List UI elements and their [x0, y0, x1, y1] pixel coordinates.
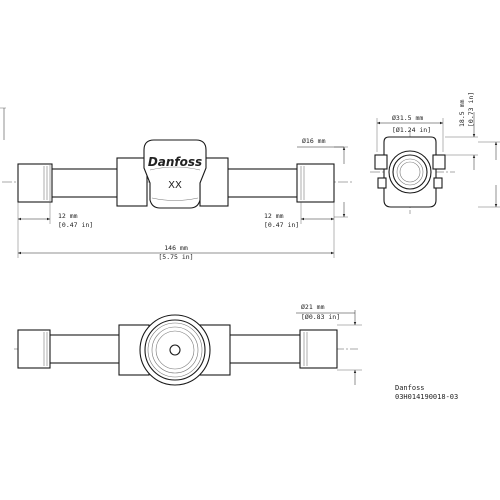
overall-length-dimension: 146 mm [5.75 in]: [18, 244, 334, 261]
right-insertion-label: 12 mm: [264, 212, 284, 220]
overall-length-label-in: [5.75 in]: [158, 253, 193, 261]
sight-glass-body: Danfoss XX: [116, 139, 229, 209]
cropped-left-dimension: [0, 107, 6, 140]
front-view: Danfoss XX Ø16 mm 12 mm [0.47 in] 12 mm: [0, 107, 352, 261]
right-insertion-dimension: 12 mm [0.47 in]: [264, 202, 335, 258]
end-view: Ø31.5 mm [Ø1.24 in] 18.5 mm [0.73 in]: [370, 92, 500, 214]
overall-length-label: 146 mm: [164, 244, 188, 252]
drawing-footer: Danfoss 03H014190018-03: [395, 384, 458, 401]
end-width-label-in: [Ø1.24 in]: [392, 126, 431, 134]
right-insertion-label-in: [0.47 in]: [264, 221, 299, 229]
left-insertion-label: 12 mm: [58, 212, 78, 220]
sight-glass-diameter-label: Ø21 mm: [301, 303, 325, 311]
cropped-right-dimension: [478, 141, 500, 208]
left-insertion-dimension: 12 mm [0.47 in]: [17, 202, 93, 258]
footer-company: Danfoss: [395, 384, 425, 392]
top-left-pipe: [17, 329, 123, 369]
footer-drawing-number: 03H014190018-03: [395, 393, 458, 401]
brand-logo-text: Danfoss: [148, 155, 202, 169]
left-insertion-label-in: [0.47 in]: [58, 221, 93, 229]
end-height-label-in: [0.73 in]: [467, 92, 475, 127]
end-width-dimension: Ø31.5 mm [Ø1.24 in]: [376, 114, 444, 152]
end-height-dimension: 18.5 mm [0.73 in]: [445, 92, 478, 170]
right-pipe: [217, 163, 335, 203]
sight-glass-diameter-dimension: Ø21 mm [Ø0.83 in]: [296, 303, 362, 385]
pipe-diameter-label: Ø16 mm: [302, 137, 326, 145]
end-width-label: Ø31.5 mm: [392, 114, 423, 122]
end-height-label: 18.5 mm: [458, 100, 466, 127]
sight-glass-diameter-label-in: [Ø0.83 in]: [301, 313, 340, 321]
top-body: [118, 314, 231, 386]
top-right-pipe: [227, 329, 338, 369]
pipe-diameter-dimension: Ø16 mm: [297, 137, 348, 218]
model-label: XX: [168, 180, 182, 191]
top-view: Ø21 mm [Ø0.83 in]: [14, 303, 362, 386]
left-pipe: [17, 163, 123, 203]
